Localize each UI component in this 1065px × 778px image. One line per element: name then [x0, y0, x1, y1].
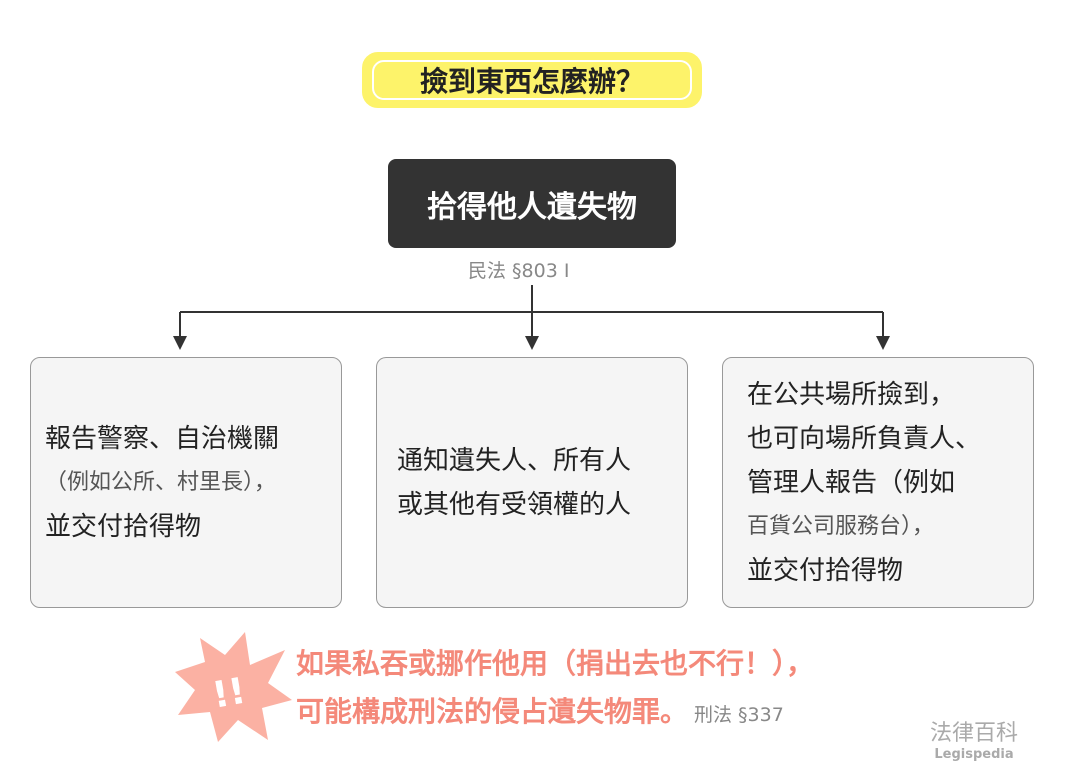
arrow-head	[876, 336, 890, 350]
brand-logo: 法律百科 Legispedia	[930, 715, 1018, 762]
box-line: 百貨公司服務台），	[747, 513, 935, 539]
warning-text: 如果私吞或挪作他用（捐出去也不行！）， 可能構成刑法的侵占遺失物罪。刑法 §33…	[296, 640, 814, 739]
warning-citation: 刑法 §337	[694, 704, 784, 726]
box-line: 報告警察、自治機關	[45, 423, 280, 454]
box-line: 在公共場所撿到，	[747, 379, 956, 410]
box-line: 也可向場所負責人、	[747, 423, 982, 454]
option-box-venue-manager: 在公共場所撿到， 也可向場所負責人、 管理人報告（例如 百貨公司服務台）， 並交…	[722, 357, 1034, 608]
warning-line-2: 可能構成刑法的侵占遺失物罪。	[296, 695, 689, 728]
warning-line-1: 如果私吞或挪作他用（捐出去也不行！），	[296, 647, 815, 680]
arrow-head	[525, 336, 539, 350]
root-citation: 民法 §803 I	[468, 260, 570, 282]
brand-sub: Legispedia	[934, 747, 1014, 762]
box-line: 並交付拾得物	[45, 511, 202, 542]
box-line: 通知遺失人、所有人	[397, 445, 632, 476]
box-line: 或其他有受領權的人	[397, 489, 632, 520]
title-banner: 撿到東西怎麼辦？	[362, 52, 702, 108]
arrow-head	[173, 336, 187, 350]
title-text: 撿到東西怎麼辦？	[372, 60, 692, 100]
box-line: （例如公所、村里長），	[45, 469, 277, 495]
option-box-notify-owner: 通知遺失人、所有人 或其他有受領權的人	[376, 357, 688, 608]
exclamation-burst-icon	[175, 632, 292, 742]
box-line: 並交付拾得物	[747, 555, 904, 586]
option-box-police: 報告警察、自治機關 （例如公所、村里長）， 並交付拾得物	[30, 357, 342, 608]
box-line: 管理人報告（例如	[747, 467, 956, 498]
brand-name: 法律百科	[930, 721, 1019, 746]
burst-text: !!	[209, 671, 248, 717]
root-node: 拾得他人遺失物	[388, 159, 676, 248]
